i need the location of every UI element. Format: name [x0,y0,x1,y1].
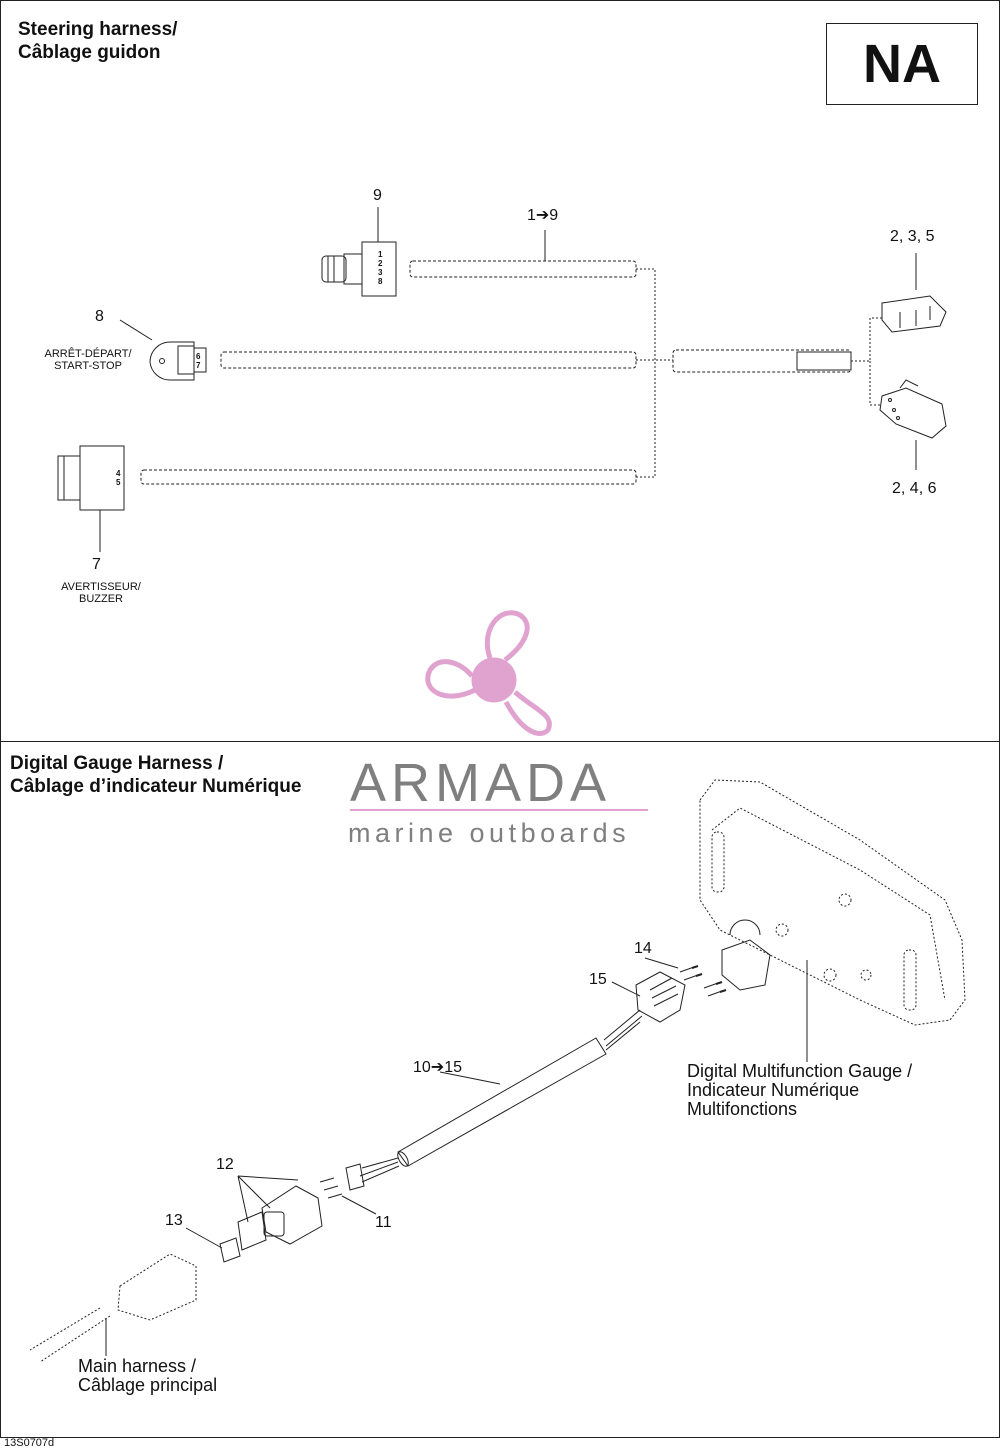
drawing-code: 13S0707d [4,1437,55,1449]
connector-246 [879,379,947,439]
main-harness-connector [29,1253,197,1363]
plug-11 [345,1163,365,1191]
cable-9 [409,260,637,278]
connector-12 [237,1185,323,1251]
callout-12: 12 [216,1156,234,1173]
callout-1-9: 1➔9 [527,207,559,224]
gauge-socket [721,919,771,991]
connector-15 [635,971,686,1023]
start-stop-label: ARRÊT-DÉPART/START-STOP [44,348,132,372]
callout-8: 8 [95,308,104,325]
steering-section-title: Steering harness/ Câblage guidon [18,19,178,63]
connector-9 [321,241,397,297]
seal-13 [219,1237,241,1263]
watermark-brand: ARMADA [350,753,612,813]
callout-2-4-6: 2, 4, 6 [892,480,937,497]
main-trunk [672,349,852,373]
armada-logo-icon [425,610,552,736]
terminal-pins-11 [319,1177,343,1199]
cable-8 [220,351,637,369]
callout-11: 11 [375,1214,392,1231]
callout-10-15: 10➔15 [413,1059,462,1076]
connector-235 [881,295,947,333]
callout-15: 15 [589,971,607,988]
gauge-cable [359,1009,643,1183]
cable-7 [140,469,637,485]
region-badge: NA [826,23,978,105]
terminal-pins-14 [679,965,727,997]
watermark-rule [350,809,648,811]
digital-gauge-label: Digital Multifunction Gauge / Indicateur… [687,1061,913,1119]
callout-13: 13 [165,1212,183,1229]
digital-gauge-drawing [699,779,966,1026]
callout-2-3-5: 2, 3, 5 [890,228,935,245]
buzzer-label: AVERTISSEUR/BUZZER [61,581,141,605]
section-divider [0,741,1000,742]
callout-9: 9 [373,187,382,204]
callout-7: 7 [92,556,101,573]
gauge-section-title: Digital Gauge Harness / Câblage d’indica… [10,753,302,797]
callout-14: 14 [634,940,652,957]
start-stop-switch [149,341,207,381]
buzzer-connector [57,445,125,511]
watermark-tagline: marine outboards [348,818,631,848]
main-harness-label: Main harness / Câblage principal [78,1356,218,1395]
